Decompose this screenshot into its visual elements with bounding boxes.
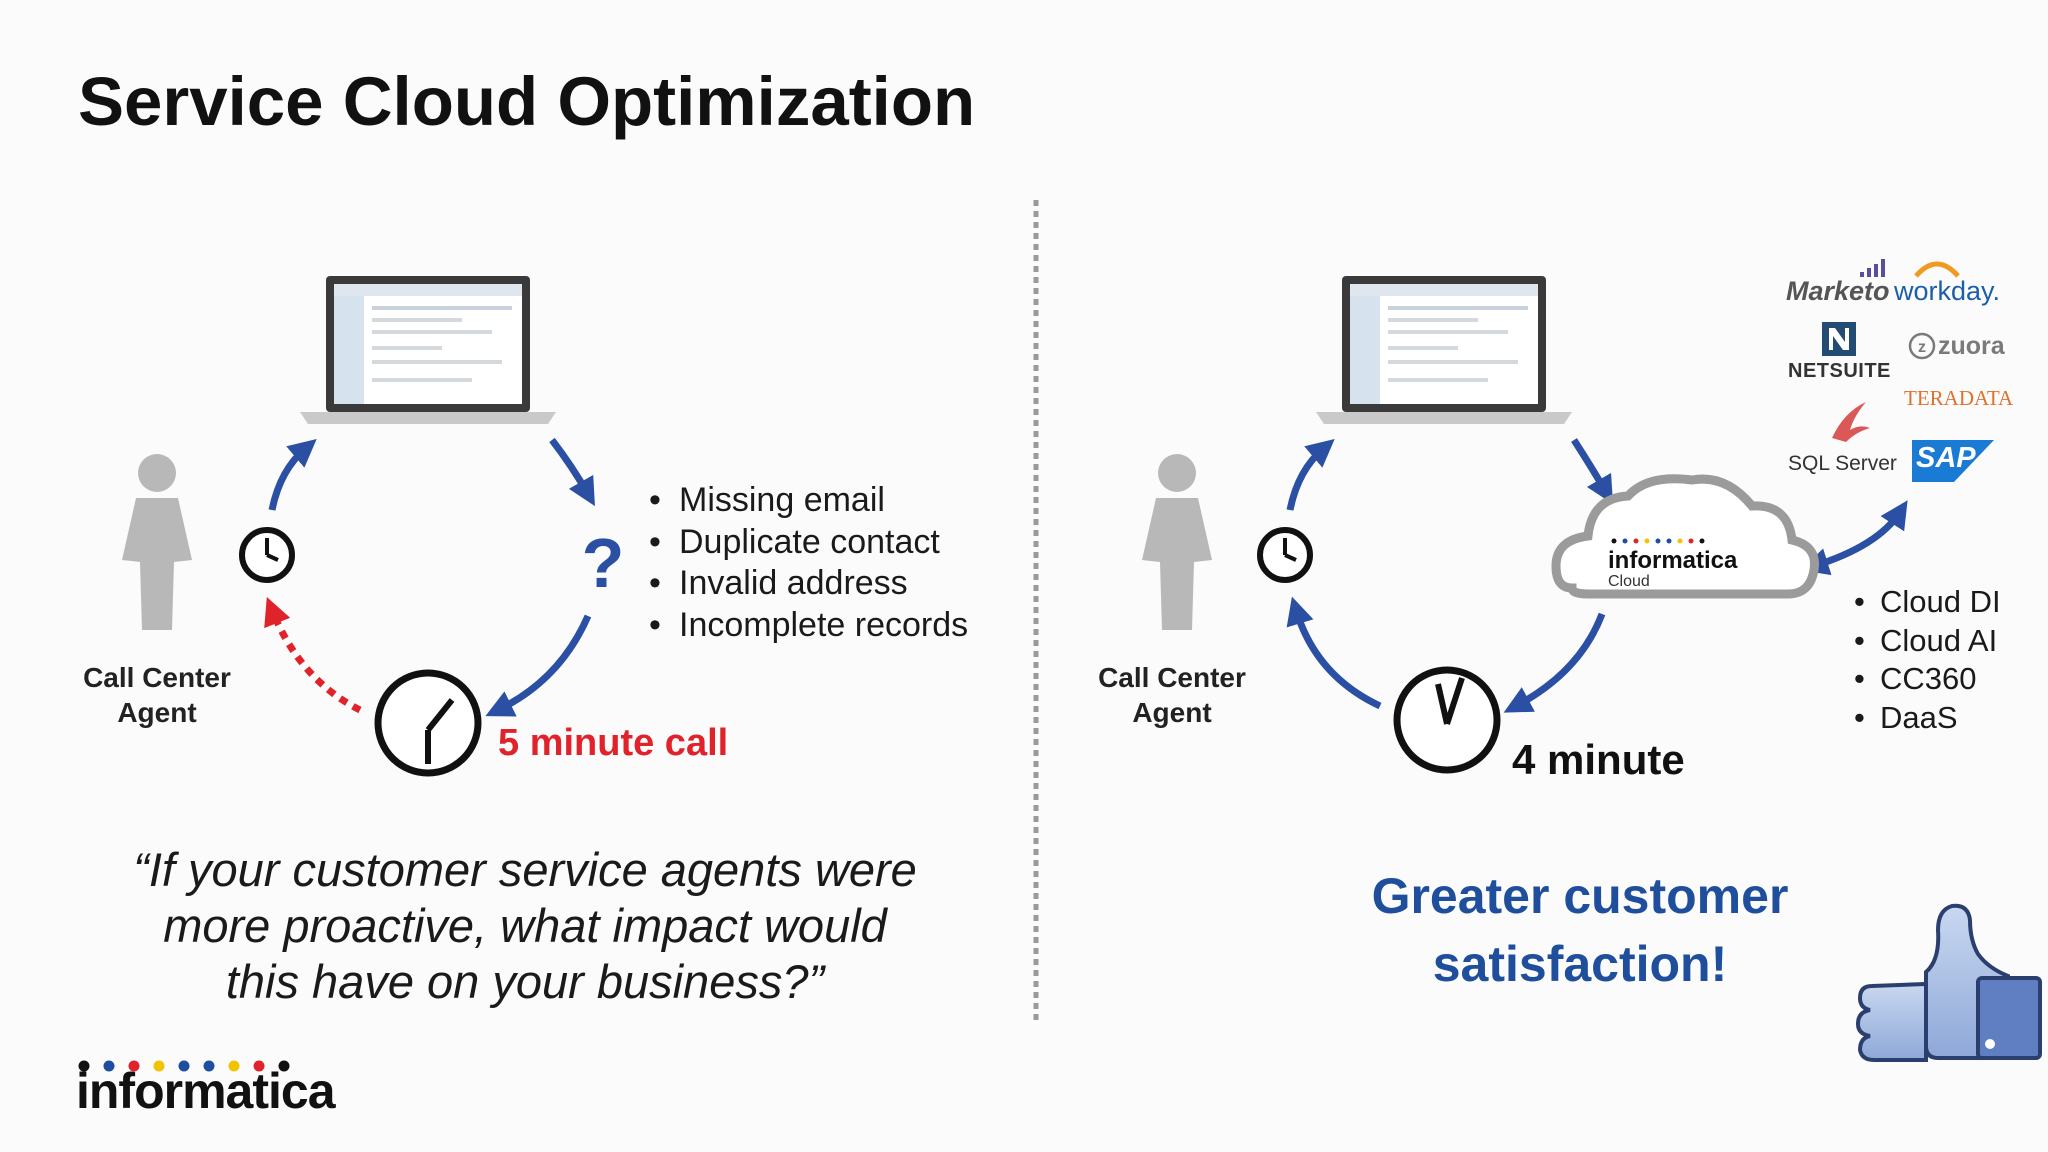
small-clock-icon	[1257, 527, 1313, 583]
agent-label-line: Call Center	[83, 662, 231, 693]
quote-line: this have on your business?”	[225, 955, 825, 1008]
arrow-call-back-red	[264, 597, 362, 714]
issue-list: Missing email Duplicate contact Invalid …	[649, 480, 968, 647]
large-clock-icon	[374, 669, 482, 777]
vendor-name: TERADATA	[1904, 386, 2014, 410]
agent-label-line: Agent	[1132, 697, 1212, 728]
svg-text:z: z	[1918, 339, 1926, 356]
vendor-name: zuora	[1938, 332, 2005, 360]
satisfaction-line: Greater customer	[1371, 868, 1789, 924]
informatica-cloud-icon: informatica Cloud	[1551, 474, 1820, 599]
sqlserver-logo: SQL Server	[1788, 452, 1897, 476]
right-diagram: informatica Cloud	[1142, 276, 2042, 1062]
informatica-logo: informatica	[76, 1063, 336, 1119]
vendor-name: Marketo	[1786, 276, 1890, 306]
workday-logo: workday.	[1894, 276, 2000, 307]
workday-arc-icon	[1914, 261, 1960, 278]
arrow-cloud-to-call	[1503, 612, 1606, 713]
service-item: CC360	[1854, 660, 2001, 699]
satisfaction-line: satisfaction!	[1432, 936, 1728, 992]
large-clock-icon	[1393, 666, 1501, 774]
arrow-laptop-to-issue	[549, 437, 595, 507]
question-mark: ?	[582, 524, 625, 602]
cloud-logo-text: informatica	[1608, 547, 1738, 574]
quote-line: “If your customer service agents were	[133, 843, 917, 896]
issue-item: Duplicate contact	[649, 522, 968, 564]
small-clock-icon	[239, 527, 295, 583]
slide-title: Service Cloud Optimization	[78, 63, 976, 140]
agent-label-left: Call Center Agent	[57, 660, 257, 730]
thumbs-up-icon	[1855, 903, 2042, 1062]
person-icon	[1142, 454, 1212, 630]
divider-dashed-line	[1033, 200, 1039, 1020]
call-time-right: 4 minute	[1512, 736, 1685, 783]
service-item: DaaS	[1854, 699, 2001, 738]
netsuite-icon	[1822, 322, 1856, 356]
left-diagram: ?	[122, 276, 625, 777]
zuora-logo: zuora	[1938, 332, 2005, 361]
arrow-agent-to-laptop	[268, 438, 317, 511]
netsuite-logo: NETSUITE	[1788, 360, 1891, 383]
vendor-name: NETSUITE	[1788, 360, 1891, 382]
marketo-bars-icon	[1860, 259, 1885, 277]
vendor-name: SAP	[1916, 442, 1976, 474]
person-icon	[122, 454, 192, 630]
quote-line: more proactive, what impact would	[163, 899, 887, 952]
arrow-call-to-agent	[1286, 596, 1382, 710]
satisfaction-text: Greater customer satisfaction!	[1320, 862, 1840, 998]
service-item: Cloud DI	[1854, 583, 2001, 622]
agent-label-line: Agent	[117, 697, 197, 728]
arrow-issue-to-call	[485, 614, 592, 717]
cloud-logo-dots	[1611, 538, 1705, 544]
agent-label-right: Call Center Agent	[1072, 660, 1272, 730]
vendor-name: SQL Server	[1788, 452, 1897, 475]
sap-logo: SAP	[1916, 442, 1976, 475]
laptop-icon	[1316, 276, 1572, 424]
quote-text: “If your customer service agents were mo…	[60, 842, 990, 1010]
sap-logo-shape	[1912, 440, 1994, 482]
arrow-cloud-vendors	[1800, 500, 1908, 576]
marketo-logo: Marketo	[1786, 276, 1890, 307]
cloud-logo-sub: Cloud	[1608, 573, 1650, 590]
teradata-logo: TERADATA	[1904, 386, 2013, 411]
issue-item: Missing email	[649, 480, 968, 522]
service-list: Cloud DI Cloud AI CC360 DaaS	[1854, 583, 2001, 738]
zuora-icon: z	[1908, 332, 1936, 360]
call-time-left: 5 minute call	[498, 722, 729, 764]
arrow-agent-to-laptop	[1286, 438, 1335, 511]
issue-item: Invalid address	[649, 563, 968, 605]
sqlserver-icon	[1832, 402, 1870, 442]
laptop-icon	[300, 276, 556, 424]
agent-label-line: Call Center	[1098, 662, 1246, 693]
arrow-laptop-to-cloud	[1571, 438, 1614, 505]
informatica-logo-dots	[78, 1060, 290, 1072]
issue-item: Incomplete records	[649, 605, 968, 647]
vendor-name: workday.	[1894, 276, 2001, 306]
service-item: Cloud AI	[1854, 622, 2001, 661]
